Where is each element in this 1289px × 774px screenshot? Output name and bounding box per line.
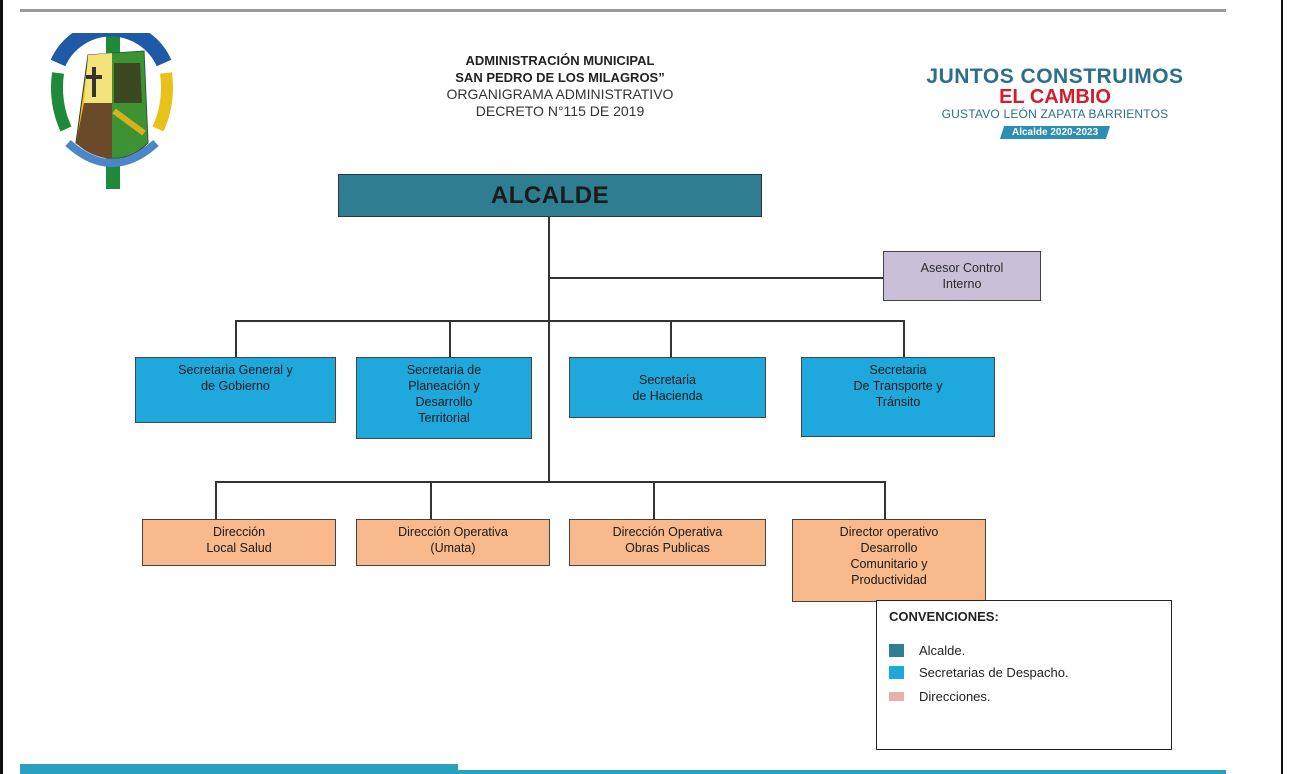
footer-strip-left bbox=[20, 764, 458, 774]
legend-title: CONVENCIONES: bbox=[889, 609, 999, 624]
connector-secretarias-bar bbox=[235, 320, 905, 322]
connector-trunk bbox=[548, 216, 550, 483]
node-secretaria-general-gobierno: Secretaria General y de Gobierno bbox=[135, 357, 336, 423]
legend-swatch-direcciones bbox=[889, 692, 904, 701]
legend-item-alcalde: Alcalde. bbox=[889, 643, 965, 658]
node-direccion-operativa-umata: Dirección Operativa (Umata) bbox=[356, 519, 550, 566]
connector-asesor bbox=[548, 277, 884, 279]
node-secretaria-transporte-transito: Secretaria De Transporte y Tránsito bbox=[801, 357, 995, 437]
brand-mayor-name: GUSTAVO LEÓN ZAPATA BARRIENTOS bbox=[941, 107, 1169, 121]
campaign-brand: JUNTOS CONSTRUIMOS EL CAMBIO GUSTAVO LEÓ… bbox=[900, 66, 1210, 140]
legend-label-secretarias: Secretarias de Despacho. bbox=[919, 665, 1069, 680]
legend-label-alcalde: Alcalde. bbox=[919, 643, 966, 658]
connector-dir-3 bbox=[653, 481, 655, 520]
legend-label-direcciones: Direcciones. bbox=[919, 689, 991, 704]
header-line-1: ADMINISTRACIÓN MUNICIPAL bbox=[465, 53, 655, 68]
legend-swatch-alcalde bbox=[889, 644, 904, 657]
node-secretaria-hacienda: Secretaria de Hacienda bbox=[569, 357, 766, 418]
connector-dir-1 bbox=[215, 481, 217, 520]
node-director-operativo-desarrollo: Director operativo Desarrollo Comunitari… bbox=[792, 519, 986, 602]
node-alcalde: ALCALDE bbox=[338, 174, 762, 217]
page-border-right bbox=[1281, 0, 1283, 774]
node-asesor-control-interno: Asesor Control Interno bbox=[883, 251, 1041, 301]
header-line-2: SAN PEDRO DE LOS MILAGROS” bbox=[455, 70, 665, 85]
node-direccion-local-salud: Dirección Local Salud bbox=[142, 519, 336, 566]
node-direccion-operativa-obras: Dirección Operativa Obras Publicas bbox=[569, 519, 766, 566]
connector-sec-2 bbox=[449, 320, 451, 358]
brand-slogan-line-2: EL CAMBIO bbox=[999, 86, 1111, 108]
connector-dir-4 bbox=[884, 481, 886, 520]
legend-swatch-secretarias bbox=[889, 666, 904, 679]
footer-strip-right bbox=[458, 770, 1226, 774]
legend-item-secretarias: Secretarias de Despacho. bbox=[889, 665, 1069, 680]
connector-dir-2 bbox=[430, 481, 432, 520]
coat-of-arms-logo bbox=[50, 33, 173, 189]
legend: CONVENCIONES: Alcalde. Secretarias de De… bbox=[876, 600, 1172, 750]
header-line-3: ORGANIGRAMA ADMINISTRATIVO bbox=[446, 86, 674, 102]
brand-slogan-line-1: JUNTOS CONSTRUIMOS bbox=[926, 65, 1184, 88]
legend-item-direcciones: Direcciones. bbox=[889, 689, 991, 704]
connector-sec-1 bbox=[235, 320, 237, 358]
node-secretaria-planeacion: Secretaria de Planeación y Desarrollo Te… bbox=[356, 357, 532, 439]
document-header: ADMINISTRACIÓN MUNICIPAL SAN PEDRO DE LO… bbox=[395, 52, 725, 120]
page-border-top bbox=[20, 9, 1226, 12]
page-border-left bbox=[0, 0, 3, 774]
brand-term-badge: Alcalde 2020-2023 bbox=[999, 126, 1111, 139]
brand-term-badge-text: Alcalde 2020-2023 bbox=[1011, 127, 1099, 138]
connector-sec-4 bbox=[903, 320, 905, 358]
connector-direcciones-bar bbox=[215, 481, 886, 483]
connector-sec-3 bbox=[670, 320, 672, 358]
header-line-4: DECRETO N°115 DE 2019 bbox=[475, 103, 645, 119]
